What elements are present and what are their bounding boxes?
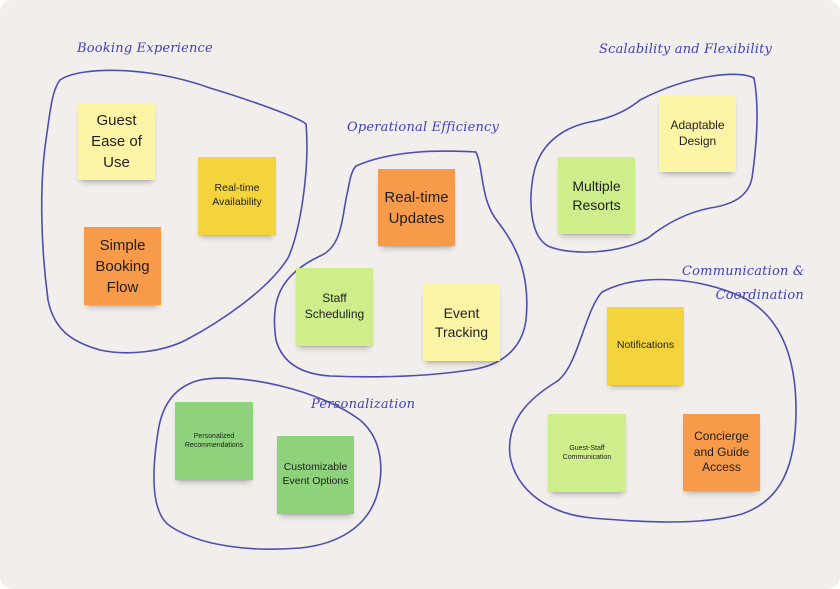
note-text: Multiple Resorts — [572, 178, 621, 213]
personalization-label[interactable]: Personalization — [311, 397, 416, 412]
note-text: Customizable Event Options — [282, 461, 349, 487]
note-text: Guest-Staff Communication — [562, 444, 612, 461]
personalization-outline[interactable] — [153, 377, 382, 550]
sticky-note-event-tracking[interactable]: Event Tracking — [423, 284, 500, 361]
note-text: Guest Ease of Use — [91, 112, 142, 171]
note-text: Concierge and Guide Access — [693, 429, 750, 475]
communication-outline[interactable] — [508, 278, 797, 523]
booking-experience-outline[interactable] — [40, 69, 308, 354]
sticky-note-guest-staff-communication[interactable]: Guest-Staff Communication — [548, 414, 626, 492]
note-text: Notifications — [616, 339, 675, 352]
scalability-outline[interactable] — [530, 73, 758, 253]
sticky-note-customizable-event-options[interactable]: Customizable Event Options — [277, 436, 354, 514]
sticky-note-simple-booking-flow[interactable]: Simple Booking Flow — [84, 227, 161, 305]
booking-experience-label[interactable]: Booking Experience — [77, 41, 213, 56]
sticky-note-adaptable-design[interactable]: Adaptable Design — [659, 95, 736, 172]
operational-efficiency-outline[interactable] — [273, 150, 528, 378]
sticky-note-personalized-recommendations[interactable]: Personalized Recommendations — [175, 402, 253, 480]
sticky-note-real-time-updates[interactable]: Real-time Updates — [378, 169, 455, 246]
communication-label-line2[interactable]: Coordination — [715, 288, 804, 303]
sticky-note-guest-ease-of-use[interactable]: Guest Ease of Use — [78, 103, 155, 180]
communication-label-line1[interactable]: Communication & — [682, 264, 805, 279]
sticky-note-multiple-resorts[interactable]: Multiple Resorts — [558, 157, 635, 234]
note-text: Personalized Recommendations — [184, 432, 244, 449]
sticky-note-real-time-availability[interactable]: Real-time Availability — [198, 157, 276, 235]
operational-efficiency-label[interactable]: Operational Efficiency — [347, 120, 500, 135]
sticky-note-concierge-and-guide-access[interactable]: Concierge and Guide Access — [683, 414, 760, 491]
note-text: Event Tracking — [434, 305, 489, 340]
note-text: Adaptable Design — [670, 117, 725, 148]
sticky-note-notifications[interactable]: Notifications — [607, 307, 684, 385]
note-text: Real-time Updates — [384, 188, 449, 227]
scalability-label[interactable]: Scalability and Flexibility — [599, 42, 773, 57]
sticky-note-staff-scheduling[interactable]: Staff Scheduling — [296, 268, 373, 346]
note-text: Staff Scheduling — [304, 291, 365, 321]
note-text: Real-time Availability — [212, 182, 262, 208]
note-text: Simple Booking Flow — [95, 236, 150, 296]
